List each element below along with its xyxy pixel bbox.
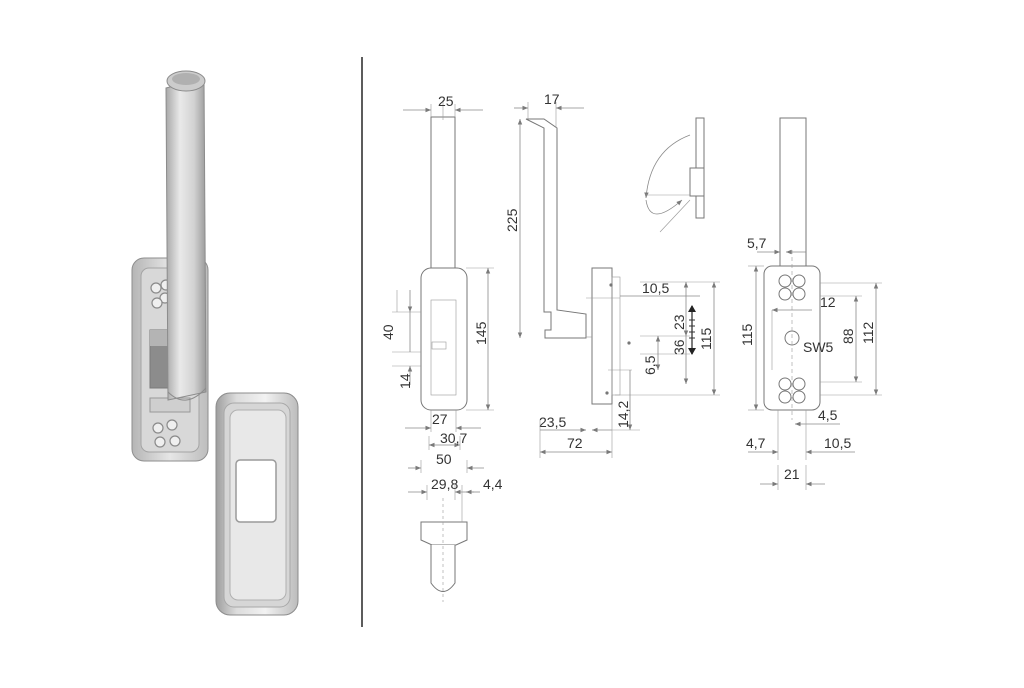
dim-back-115: 115 <box>739 323 755 346</box>
handle-lever <box>165 77 207 401</box>
label-sw5: SW5 <box>803 339 834 355</box>
dim-front-30-7: 30,7 <box>440 430 467 446</box>
dim-front-width-25: 25 <box>438 93 454 109</box>
dim-side-6-5: 6,5 <box>642 355 658 375</box>
dim-back-5-7: 5,7 <box>747 235 767 251</box>
dim-back-10-5: 10,5 <box>824 435 851 451</box>
dim-side-height-225: 225 <box>504 208 520 232</box>
back-screw-holes <box>778 274 806 404</box>
dim-side-115: 115 <box>698 327 714 350</box>
front-view: 25 145 40 14 27 30,7 50 29,8 4,4 <box>380 93 503 602</box>
dim-side-10-5: 10,5 <box>642 280 669 296</box>
dim-front-29-8: 29,8 <box>431 476 458 492</box>
back-view: 5,7 115 12 SW5 88 112 4,5 4,7 10,5 21 <box>739 117 882 490</box>
dim-front-50: 50 <box>436 451 452 467</box>
dim-front-27: 27 <box>432 411 448 427</box>
dim-side-72: 72 <box>567 435 583 451</box>
dim-front-4-4: 4,4 <box>483 476 503 492</box>
dim-side-36: 36 <box>671 339 687 355</box>
dim-back-4-7: 4,7 <box>746 435 766 451</box>
dim-back-12: 12 <box>820 294 836 310</box>
dim-back-4-5: 4,5 <box>818 407 838 423</box>
handle-product-image <box>131 70 299 616</box>
handle-cover-cap <box>215 392 299 616</box>
double-arrow-icon <box>688 305 696 355</box>
rotation-diagram <box>644 117 705 233</box>
dim-side-14-2: 14,2 <box>615 401 631 428</box>
dim-back-21: 21 <box>784 466 800 482</box>
side-view: 17 225 10,5 23 36 6,5 115 14,2 23,5 <box>504 91 720 458</box>
dim-side-23-5: 23,5 <box>539 414 566 430</box>
dim-front-length-145: 145 <box>473 321 489 345</box>
dim-side-23: 23 <box>671 314 687 330</box>
dim-back-88: 88 <box>840 328 856 344</box>
dim-side-width-17: 17 <box>544 91 560 107</box>
dim-back-112: 112 <box>860 321 876 344</box>
dim-front-lower-14: 14 <box>397 373 413 389</box>
dim-front-upper-40: 40 <box>380 324 396 340</box>
